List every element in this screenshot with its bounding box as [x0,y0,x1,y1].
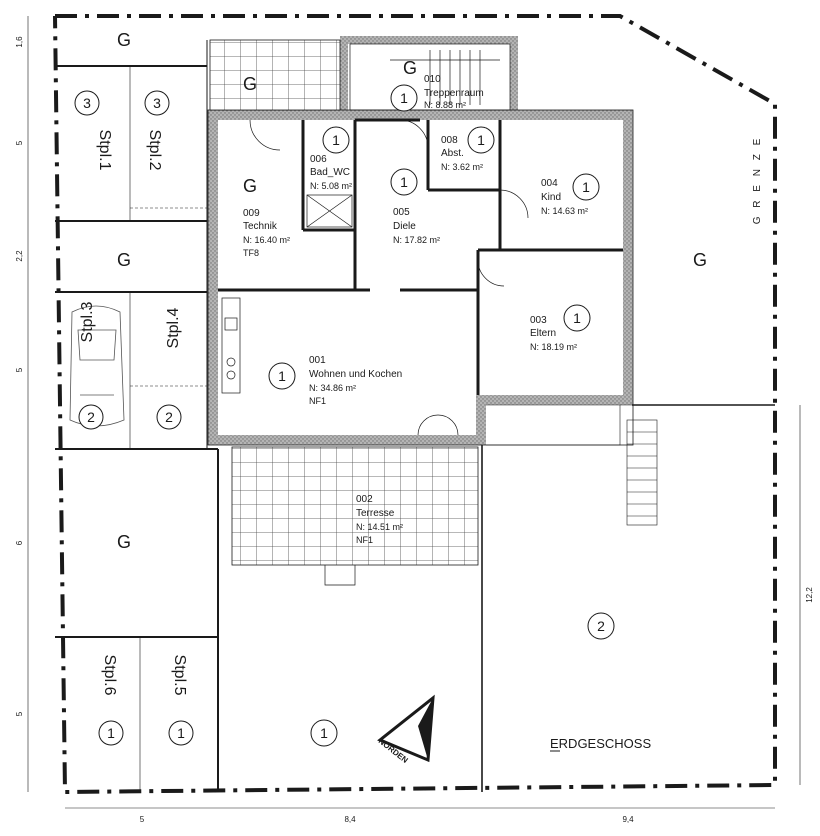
exterior-stairs [626,419,658,526]
stair-top [349,43,511,111]
svg-text:Terresse: Terresse [356,508,395,519]
g-label-right: G [693,250,707,270]
stpl6-label: Stpl.6 [101,655,118,696]
marker-010: 1 [400,90,408,106]
svg-text:003: 003 [530,315,547,326]
room-001: 001 Wohnen und Kochen N: 34.86 m² NF1 [309,355,402,406]
paving-top [209,39,341,111]
svg-text:004: 004 [541,178,558,189]
room-003: 003 Eltern N: 18.19 m² [530,315,577,352]
svg-text:Wohnen und Kochen: Wohnen und Kochen [309,369,402,380]
svg-text:N: 14.51 m²: N: 14.51 m² [356,522,403,532]
svg-text:9,4: 9,4 [622,815,634,824]
stpl2-label: Stpl.2 [146,130,163,171]
doors [249,119,529,586]
room-008: 008 Abst. N: 3.62 m² [441,135,483,172]
svg-text:001: 001 [309,355,326,366]
svg-text:5: 5 [15,367,24,372]
terrace-paving [231,446,479,566]
interior-walls [218,118,623,395]
garden-lines [481,404,775,792]
svg-text:Diele: Diele [393,221,416,232]
marker-garden-front: 1 [320,725,328,741]
g-label-top: G [117,30,131,50]
dimension-labels: 1,6 5 2,2 5 6 5 5 8,4 9,4 12,2 [15,36,814,824]
marker-006: 1 [332,132,340,148]
g-label-stair: G [403,58,417,78]
svg-text:005: 005 [393,207,410,218]
circle-markers [74,84,615,747]
svg-text:002: 002 [356,494,373,505]
stpl3-label: Stpl.3 [79,301,96,342]
marker-stpl4: 2 [165,409,173,425]
stpl1-label: Stpl.1 [96,130,113,171]
svg-text:N: 17.82 m²: N: 17.82 m² [393,235,440,245]
stpl5-label: Stpl.5 [171,655,188,696]
svg-text:6: 6 [15,540,24,545]
room-005: 005 Diele N: 17.82 m² [393,207,440,245]
room-006: 006 Bad_WC N: 5.08 m² [310,154,352,191]
svg-text:1,6: 1,6 [15,36,24,48]
marker-001: 1 [278,368,286,384]
svg-text:Abst.: Abst. [441,148,464,159]
svg-text:Technik: Technik [243,221,278,232]
svg-text:Eltern: Eltern [530,328,556,339]
g-label-paving: G [243,74,257,94]
marker-stpl3: 2 [87,409,95,425]
circle-marker-labels: 3 3 1 1 1 1 1 1 1 2 2 2 1 1 1 [83,90,605,741]
marker-008: 1 [477,132,485,148]
svg-text:009: 009 [243,208,260,219]
property-boundary [53,14,777,795]
marker-stpl2: 3 [153,95,161,111]
svg-text:010: 010 [424,74,441,85]
room-009: 009 Technik N: 16.40 m² TF8 [243,208,290,258]
dimension-lines [27,16,801,809]
room-010: 010 Treppenraum N: 8.88 m² [424,74,484,110]
svg-text:5: 5 [140,815,145,824]
svg-text:N: 8.88 m²: N: 8.88 m² [424,100,466,110]
svg-text:8,4: 8,4 [344,815,356,824]
svg-text:008: 008 [441,135,458,146]
svg-text:Kind: Kind [541,192,561,203]
svg-text:NF1: NF1 [356,535,373,545]
marker-garden-right: 2 [597,618,605,634]
svg-text:12,2: 12,2 [805,587,814,603]
kitchen-counter [221,297,241,394]
marker-003: 1 [573,310,581,326]
svg-text:Treppenraum: Treppenraum [424,88,484,99]
svg-text:5: 5 [15,711,24,716]
north-arrow-icon: NORDEN [377,694,435,765]
stpl4-label: Stpl.4 [165,307,182,348]
marker-stpl6: 1 [107,725,115,741]
room-004: 004 Kind N: 14.63 m² [541,178,588,216]
svg-text:N: 16.40 m²: N: 16.40 m² [243,235,290,245]
svg-text:006: 006 [310,154,327,165]
g-label-technik: G [243,176,257,196]
marker-005: 1 [400,174,408,190]
g-label-garage: G [117,532,131,552]
svg-text:N: 34.86 m²: N: 34.86 m² [309,383,356,393]
svg-text:5: 5 [15,140,24,145]
parking-grid [55,40,219,792]
svg-text:Bad_WC: Bad_WC [310,167,350,178]
room-002: 002 Terresse N: 14.51 m² NF1 [356,494,403,545]
shower-icon [306,194,353,228]
svg-text:2,2: 2,2 [15,250,24,262]
svg-text:N: 3.62 m²: N: 3.62 m² [441,162,483,172]
marker-stpl5: 1 [177,725,185,741]
svg-text:TF8: TF8 [243,248,259,258]
marker-stpl1: 3 [83,95,91,111]
svg-text:N: 18.19 m²: N: 18.19 m² [530,342,577,352]
erdgeschoss-label: ERDGESCHOSS [550,736,651,751]
svg-text:N: 14.63 m²: N: 14.63 m² [541,206,588,216]
grenze-label: G R E N Z E [752,136,763,225]
g-label-mid: G [117,250,131,270]
svg-text:NF1: NF1 [309,396,326,406]
marker-004: 1 [582,179,590,195]
svg-text:N: 5.08 m²: N: 5.08 m² [310,181,352,191]
